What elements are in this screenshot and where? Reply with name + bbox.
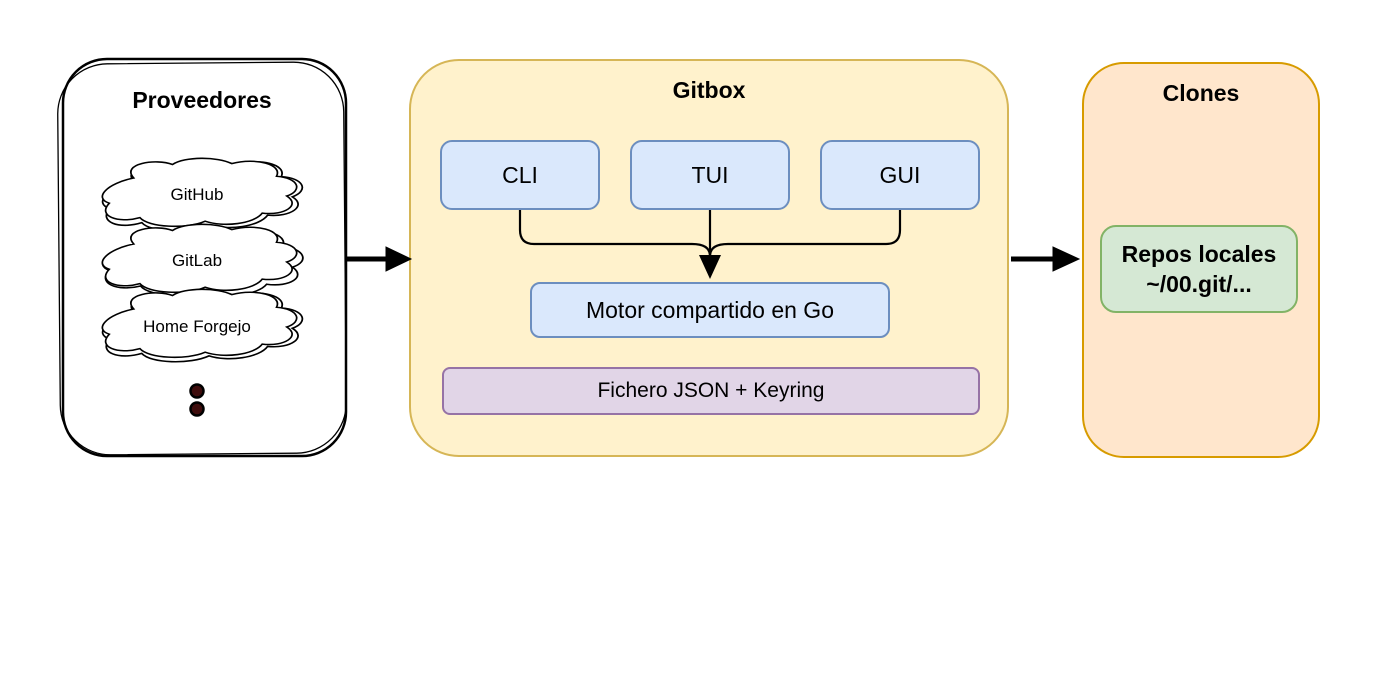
- node-shared-engine: Motor compartido en Go: [530, 282, 890, 338]
- node-tui: TUI: [630, 140, 790, 210]
- arrow-gitbox-to-clones: [1011, 246, 1081, 272]
- node-gui: GUI: [820, 140, 980, 210]
- ellipsis-dots: [189, 383, 205, 417]
- providers-title: Proveedores: [132, 87, 272, 113]
- arrow-providers-to-gitbox: [347, 246, 413, 272]
- clones-title: Clones: [1162, 80, 1240, 106]
- cloud-label-gitlab: GitLab: [171, 251, 223, 270]
- node-cli: CLI: [440, 140, 600, 210]
- cloud-label-home-forgejo: Home Forgejo: [143, 317, 251, 336]
- local-repos-line1: Repos locales: [1121, 241, 1277, 267]
- node-local-repos: Repos locales ~/00.git/...: [1100, 225, 1298, 313]
- node-storage-json-keyring: Fichero JSON + Keyring: [442, 367, 980, 415]
- cloud-label-github: GitHub: [170, 185, 224, 204]
- gitbox-title: Gitbox: [672, 77, 746, 103]
- local-repos-line2: ~/00.git/...: [1146, 271, 1252, 297]
